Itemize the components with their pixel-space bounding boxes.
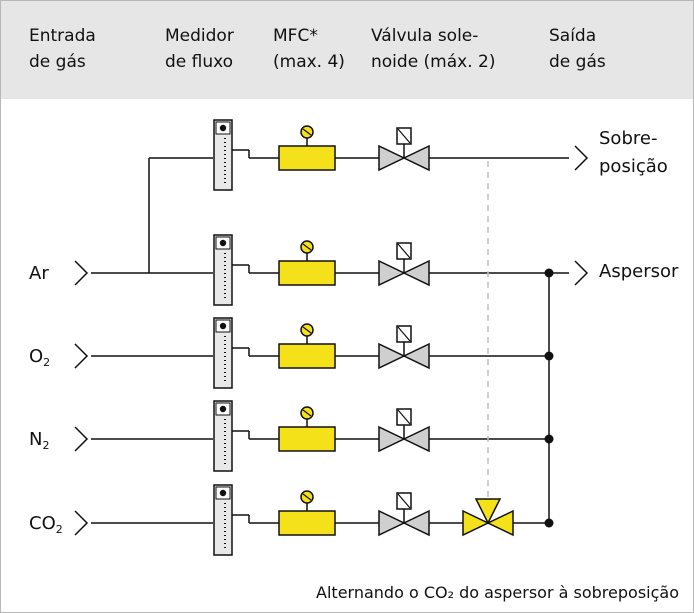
header-mfc: MFC* (max. 4) [273, 26, 345, 72]
mfc-icon [278, 490, 336, 536]
mfc-body [278, 145, 336, 171]
flow-meter-body [213, 317, 233, 389]
mfc-knob-mark [302, 128, 312, 136]
flow-meter-icon [213, 119, 233, 191]
valve-coil-mark [397, 409, 411, 425]
valve-coil-mark [397, 326, 411, 342]
solenoid-valve-icon [378, 408, 430, 453]
inlet-label-o2: O2 [29, 346, 51, 369]
mfc-icon [278, 125, 336, 171]
components [74, 119, 589, 556]
header-flow-meter: Medidor de fluxo [165, 26, 234, 72]
mfc-body [278, 510, 336, 536]
solenoid-valve-icon [378, 127, 430, 172]
outlet-label-sparger: Aspersor [599, 261, 679, 282]
mfc-icon [278, 323, 336, 369]
flow-meter-float [219, 239, 227, 247]
header-gas-inlet: Entrada de gás [29, 26, 96, 72]
junction-dot [544, 518, 554, 528]
flow-meter-body [213, 400, 233, 472]
switching-valve-icon [462, 498, 514, 537]
inlet-chevron-icon [74, 260, 89, 286]
flow-meter-body [213, 234, 233, 306]
mfc-body [278, 343, 336, 369]
valve-coil-mark [397, 128, 411, 144]
junction-dot [544, 268, 554, 278]
valve-left-triangle [378, 509, 406, 537]
pipework [91, 149, 569, 524]
footnote: Alternando o CO₂ do aspersor à sobreposi… [316, 583, 679, 602]
mfc-icon [278, 406, 336, 452]
flow-meter-float [219, 489, 227, 497]
outlet-label-overlay: Sobre- posição [599, 128, 668, 177]
solenoid-valve-icon [378, 325, 430, 370]
header-bar: Entrada de gás Medidor de fluxo MFC* (ma… [1, 1, 693, 99]
mfc-icon [278, 240, 336, 286]
flow-meter-body [213, 119, 233, 191]
flow-meter-body [213, 484, 233, 556]
flow-meter-float [219, 405, 227, 413]
valve-left-triangle [378, 259, 406, 287]
flow-meter-icon [213, 234, 233, 306]
outlet-sparger-chevron-icon [574, 260, 589, 286]
junction-dot [544, 434, 554, 444]
valve-left-triangle [378, 342, 406, 370]
inlet-chevron-icon [74, 426, 89, 452]
inlet-label-air: Ar [29, 263, 49, 284]
mfc-knob-mark [302, 493, 312, 501]
mfc-knob-mark [302, 243, 312, 251]
valve-right-triangle [402, 259, 430, 287]
header-gas-outlet: Saída de gás [549, 26, 606, 72]
header-solenoid-valve: Válvula sole- noide (máx. 2) [371, 26, 496, 72]
solenoid-valve-icon [378, 242, 430, 287]
junction-dot [544, 351, 554, 361]
mfc-body [278, 426, 336, 452]
inlet-chevron-icon [74, 510, 89, 536]
mfc-knob-mark [302, 409, 312, 417]
flow-meter-float [219, 322, 227, 330]
mfc-knob-mark [302, 326, 312, 334]
outlet-overlay-chevron-icon [574, 145, 589, 171]
inlet-chevron-icon [74, 343, 89, 369]
solenoid-valve-icon [378, 492, 430, 537]
valve-left-triangle [378, 425, 406, 453]
valve-coil-mark [397, 493, 411, 509]
valve-right-triangle [402, 509, 430, 537]
flow-meter-float [219, 124, 227, 132]
inlet-label-n2: N2 [29, 429, 50, 452]
mfc-body [278, 260, 336, 286]
valve-right-triangle [402, 342, 430, 370]
valve-right-triangle [402, 425, 430, 453]
valve-coil-mark [397, 243, 411, 259]
inlet-label-co2: CO2 [29, 513, 63, 536]
valve-left-triangle [378, 144, 406, 172]
switch-valve-right [486, 509, 514, 537]
switch-valve-left [462, 509, 490, 537]
valve-right-triangle [402, 144, 430, 172]
flow-meter-icon [213, 484, 233, 556]
flow-meter-icon [213, 317, 233, 389]
flow-meter-icon [213, 400, 233, 472]
switch-valve-top [474, 498, 502, 525]
